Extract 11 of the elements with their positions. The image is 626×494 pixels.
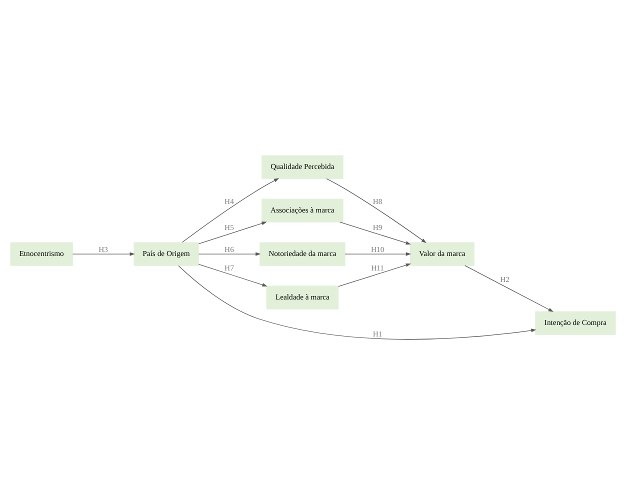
arrow <box>198 263 268 286</box>
arrow <box>182 178 280 242</box>
arrow <box>178 264 536 340</box>
arrow <box>72 252 135 256</box>
arrow <box>326 178 426 243</box>
arrow <box>340 221 411 244</box>
arrow <box>198 252 261 256</box>
arrow <box>198 221 267 244</box>
arrow <box>464 264 554 312</box>
arrow <box>338 262 411 286</box>
arrow <box>344 252 412 256</box>
